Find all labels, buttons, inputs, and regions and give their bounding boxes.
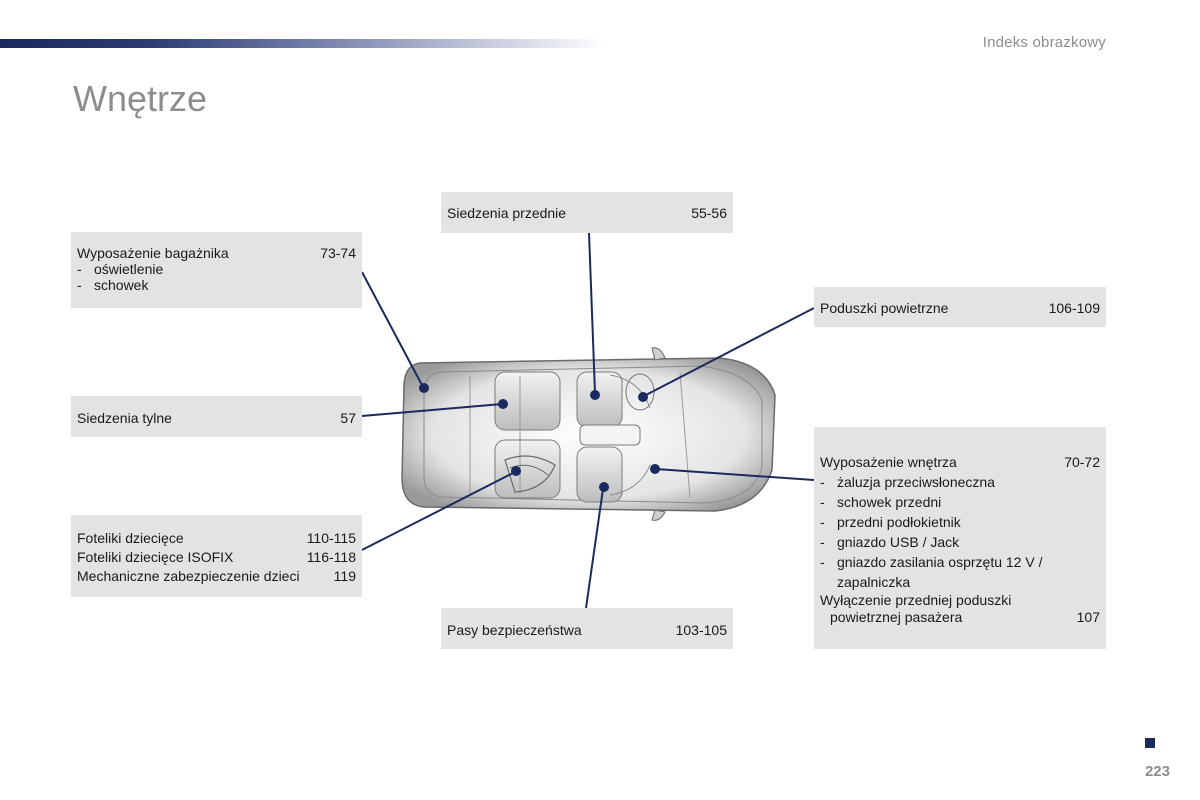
interior-equipment-pages[interactable]: 70-72 [1064, 454, 1100, 470]
seat-belts-pages[interactable]: 103-105 [675, 622, 727, 638]
rear-seats-box: Siedzenia tylne 57 [71, 396, 362, 437]
airbags-pages[interactable]: 106-109 [1048, 300, 1100, 316]
page-title: Wnętrze [73, 78, 208, 119]
page-marker [1145, 738, 1155, 748]
airbags-label: Poduszki powietrzne [820, 300, 949, 316]
trunk-equipment-pages[interactable]: 73-74 [320, 245, 356, 261]
child-seat [504, 455, 556, 493]
rear-seats [494, 371, 561, 499]
list-item: Foteliki dziecięce ISOFIX 116-118 [77, 549, 356, 565]
section-title: Indeks obrazkowy [982, 34, 1106, 51]
car-body [401, 347, 776, 521]
front-seats [576, 371, 655, 503]
trunk-equipment-box: Wyposażenie bagażnika 73-74 -oświetlenie… [71, 232, 362, 308]
front-seats-label: Siedzenia przednie [447, 205, 567, 221]
list-item: -schowek przedni [820, 494, 942, 510]
list-item: -gniazdo zasilania osprzętu 12 V / [820, 554, 1043, 570]
seat-belts-box: Pasy bezpieczeństwa 103-105 [441, 608, 733, 649]
rear-seats-pages[interactable]: 57 [340, 410, 356, 426]
list-item: Foteliki dziecięce 110-115 [77, 530, 356, 546]
leader-lines [361, 232, 815, 609]
interior-equipment-label: Wyposażenie wnętrza [820, 454, 957, 470]
list-item: -przedni podłokietnik [820, 514, 961, 530]
seat-belts-label: Pasy bezpieczeństwa [447, 622, 582, 638]
passenger-airbag-off-label-cont: powietrznej pasażera [830, 609, 963, 625]
list-item: -oświetlenie [77, 261, 164, 277]
interior-equipment-box: Wyposażenie wnętrza 70-72 -żaluzja przec… [814, 427, 1106, 649]
airbags-box: Poduszki powietrzne 106-109 [814, 287, 1106, 327]
list-item-continuation: zapalniczka [837, 574, 911, 590]
front-seats-pages[interactable]: 55-56 [691, 205, 727, 221]
rear-seats-label: Siedzenia tylne [77, 410, 172, 426]
page-number: 223 [1144, 763, 1170, 780]
list-item: -żaluzja przeciwsłoneczna [820, 474, 995, 490]
passenger-airbag-off-label: Wyłączenie przedniej poduszki [820, 592, 1012, 608]
header-accent-bar [0, 39, 605, 48]
list-item: Mechaniczne zabezpieczenie dzieci 119 [77, 568, 356, 584]
passenger-airbag-off-pages[interactable]: 107 [1076, 609, 1100, 625]
list-item: -gniazdo USB / Jack [820, 534, 960, 550]
front-seats-box: Siedzenia przednie 55-56 [441, 192, 733, 233]
child-seats-box: Foteliki dziecięce 110-115 Foteliki dzie… [71, 515, 362, 597]
list-item: -schowek [77, 277, 149, 293]
trunk-equipment-label: Wyposażenie bagażnika [77, 245, 229, 261]
